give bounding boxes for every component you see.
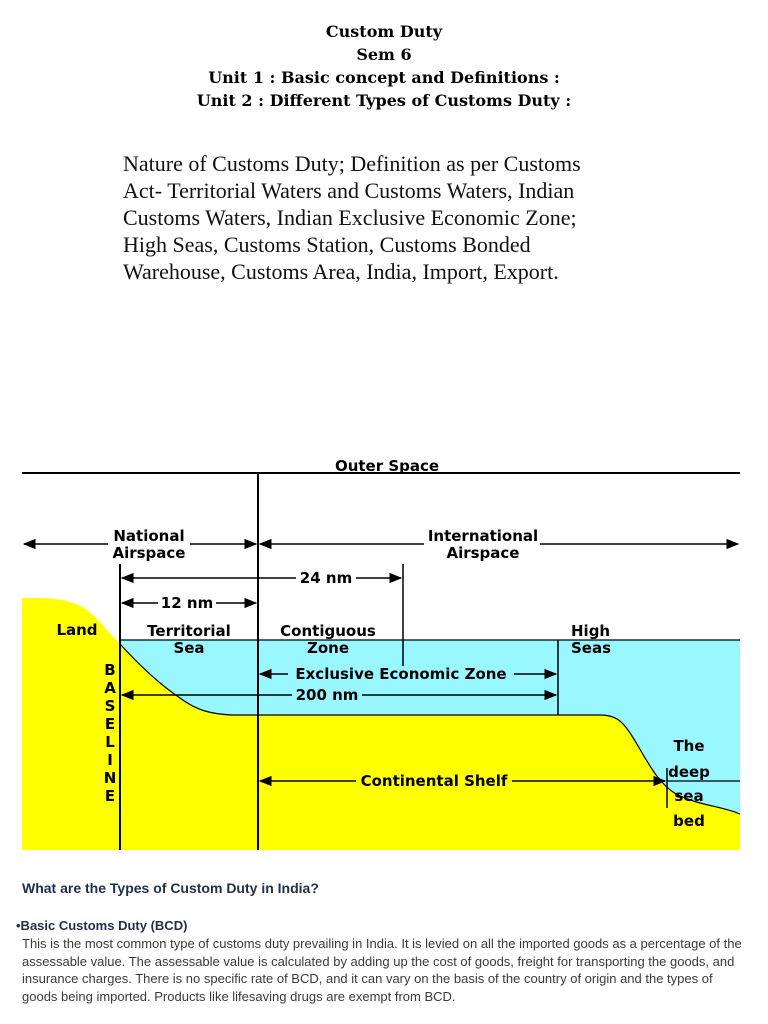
maritime-zones-diagram: Outer Space National Airspace Internatio… [0,452,768,862]
baseline-letter: E [105,715,115,733]
international-airspace-label-2: Airspace [446,544,519,562]
outer-space-label: Outer Space [335,457,439,475]
12-nm-label: 12 nm [161,594,213,612]
territorial-sea-label-2: Sea [173,639,204,657]
deep-sea-bed-label-2: deep [668,763,710,781]
syllabus-paragraph: Nature of Customs Duty; Definition as pe… [123,151,581,284]
high-seas-label-1: High [571,622,610,640]
high-seas-label-2: Seas [571,639,611,657]
contiguous-zone-label-1: Contiguous [280,622,376,640]
semester-label: Sem 6 [356,45,412,64]
baseline-letter: I [107,751,113,769]
baseline-letter: N [104,769,117,787]
deep-sea-bed-label-1: The [673,737,704,755]
course-title: Custom Duty [325,22,443,41]
document-header: Custom Duty Sem 6 Unit 1 : Basic concept… [0,20,768,112]
types-question-heading: What are the Types of Custom Duty in Ind… [22,880,319,896]
international-airspace-label-1: International [428,527,538,545]
baseline-label: B A S E L I N E [104,661,117,805]
unit-2-heading: Unit 2 : Different Types of Customs Duty… [196,91,572,110]
bcd-subheading: •Basic Customs Duty (BCD) [16,918,188,933]
territorial-sea-label-1: Territorial [147,622,231,640]
deep-sea-bed-label-4: bed [673,812,705,830]
contiguous-zone-label-2: Zone [307,639,349,657]
baseline-letter: B [104,661,115,679]
200-nm-label: 200 nm [296,686,359,704]
baseline-letter: S [105,697,116,715]
24-nm-label: 24 nm [300,569,352,587]
deep-sea-bed-label-3: sea [674,787,703,805]
land-label: Land [56,621,97,639]
bcd-paragraph: This is the most common type of customs … [22,936,742,1004]
national-airspace-label-2: Airspace [112,544,185,562]
national-airspace-label-1: National [113,527,184,545]
unit-1-heading: Unit 1 : Basic concept and Definitions : [208,68,560,87]
baseline-letter: L [105,733,115,751]
baseline-letter: A [104,679,116,697]
continental-shelf-label: Continental Shelf [361,772,508,790]
eez-label: Exclusive Economic Zone [295,665,506,683]
land-seabed [22,598,740,850]
baseline-letter: E [105,787,115,805]
